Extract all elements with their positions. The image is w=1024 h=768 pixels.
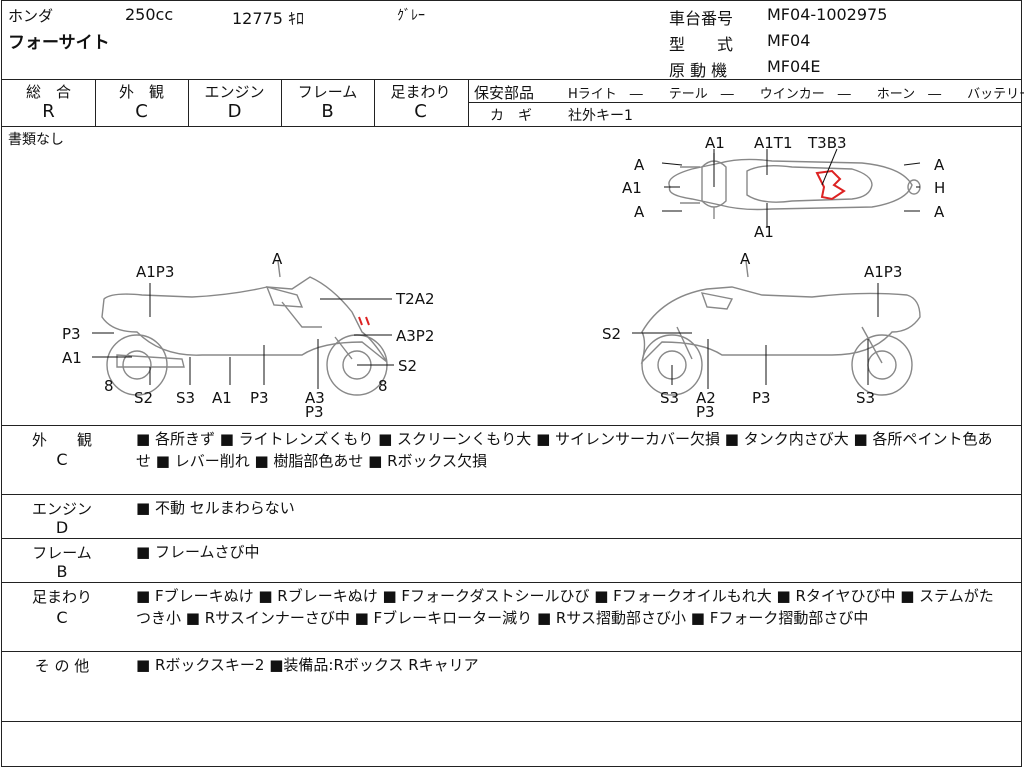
maker: ホンダ <box>8 7 54 25</box>
grade-value-frame: B <box>321 101 334 122</box>
diagram-label-right: S3 <box>856 389 875 407</box>
divider <box>2 126 1022 127</box>
diagram-label-top: A <box>934 156 945 174</box>
diagram-label-top: A1 <box>754 223 774 241</box>
section-grade-engine: D <box>55 518 69 537</box>
section-title-frame: フレーム <box>32 544 92 562</box>
section-title-other: そ の 他 <box>34 657 90 675</box>
grade-value-suspension: C <box>414 101 427 122</box>
scooter-right-view <box>640 260 921 396</box>
section-title-engine: エンジン <box>31 500 92 518</box>
diagram-label-top: A <box>634 203 645 221</box>
grade-value-overall: R <box>42 101 55 122</box>
grade-label-suspension: 足まわり <box>390 83 451 101</box>
grade-label-engine: エンジン <box>204 83 265 101</box>
key-label: カ ギ <box>490 108 532 124</box>
divider <box>95 79 96 126</box>
engine-label: 原 動 機 <box>669 61 728 80</box>
divider <box>2 721 1022 722</box>
frame-no: MF04-1002975 <box>767 5 888 24</box>
section-body-engine: ■ 不動 セルまわらない <box>136 499 295 517</box>
grade-label-exterior: 外 観 <box>118 83 164 101</box>
type-value: MF04 <box>767 31 811 50</box>
diagram-label-top: H <box>934 179 945 197</box>
frame-no-label: 車台番号 <box>669 9 734 28</box>
diagram-label-left: A <box>272 250 283 268</box>
diagram-label-right: S2 <box>602 325 621 343</box>
damage-marks <box>358 169 846 326</box>
grade-value-engine: D <box>227 101 242 122</box>
leader-lines <box>92 148 921 389</box>
damage-diagram: A1 A1T1 T3B3 A A1 A A H A A1 A A1P3 T2A2… <box>62 134 945 421</box>
color: ｸﾞﾚｰ <box>397 8 425 24</box>
safety-items: Hライト ― テール ― ウインカー ― ホーン ― バッテリー × <box>568 87 1024 102</box>
diagram-label-right: A2 <box>696 389 716 407</box>
diagram-label-right: A <box>740 250 751 268</box>
divider <box>281 79 282 126</box>
documents-note: 書類なし <box>8 132 64 148</box>
diagram-label-left: P3 <box>62 325 81 343</box>
scooter-left-view <box>101 260 388 396</box>
diagram-label-left: P3 <box>250 389 269 407</box>
diagram-label-top: T3B3 <box>807 134 847 152</box>
grade-label-overall: 総 合 <box>25 83 71 101</box>
section-body-other: ■ Rボックスキー2 ■装備品:Rボックス Rキャリア <box>136 656 479 674</box>
diagram-label-left: P3 <box>305 403 324 421</box>
divider <box>2 425 1022 426</box>
section-title-suspension: 足まわり <box>31 588 92 606</box>
displacement: 250cc <box>125 5 174 24</box>
divider <box>2 651 1022 652</box>
section-grade-suspension: C <box>56 608 68 627</box>
key-value: 社外キー1 <box>568 108 633 124</box>
grade-value-exterior: C <box>135 101 148 122</box>
diagram-labels: A1 A1T1 T3B3 A A1 A A H A A1 A A1P3 T2A2… <box>62 134 945 421</box>
model-name: フォーサイト <box>8 33 110 53</box>
section-grade-exterior: C <box>56 450 68 469</box>
divider <box>2 538 1022 539</box>
diagram-label-left: A3 <box>305 389 325 407</box>
diagram-label-right: A1P3 <box>864 263 902 281</box>
type-label: 型 式 <box>669 35 734 54</box>
diagram-label-left: A1 <box>212 389 232 407</box>
safety-label: 保安部品 <box>474 84 535 102</box>
divider <box>2 79 1022 80</box>
diagram-label-left: A3P2 <box>396 327 434 345</box>
section-grade-frame: B <box>56 562 68 581</box>
diagram-label-top: A1 <box>705 134 725 152</box>
diagram-label-left: 8 <box>104 377 114 395</box>
diagram-label-left: T2A2 <box>395 290 435 308</box>
diagram-label-left: S2 <box>398 357 417 375</box>
section-body-exterior: ■ 各所きず ■ ライトレンズくもり ■ スクリーンくもり大 ■ サイレンサーカ… <box>136 430 993 470</box>
diagram-label-left: S3 <box>176 389 195 407</box>
scooter-top-view <box>668 153 921 219</box>
diagram-label-top: A1T1 <box>754 134 793 152</box>
divider <box>374 79 375 126</box>
divider <box>2 494 1022 495</box>
grade-label-frame: フレーム <box>297 83 358 101</box>
diagram-label-top: A <box>934 203 945 221</box>
diagram-label-top: A <box>634 156 645 174</box>
diagram-label-left: S2 <box>134 389 153 407</box>
section-body-suspension: ■ Fブレーキぬけ ■ Rブレーキぬけ ■ Fフォークダストシールひび ■ Fフ… <box>136 587 994 627</box>
diagram-label-right: P3 <box>696 403 715 421</box>
diagram-label-left: 8 <box>378 377 388 395</box>
divider <box>188 79 189 126</box>
mileage: 12775 ｷﾛ <box>232 9 304 28</box>
divider <box>2 582 1022 583</box>
diagram-label-right: S3 <box>660 389 679 407</box>
section-title-exterior: 外 観 <box>31 431 92 449</box>
diagram-label-left: A1 <box>62 349 82 367</box>
diagram-label-right: P3 <box>752 389 771 407</box>
diagram-label-top: A1 <box>622 179 642 197</box>
diagram-label-left: A1P3 <box>136 263 174 281</box>
engine-value: MF04E <box>767 57 821 76</box>
divider <box>468 102 1022 103</box>
section-body-frame: ■ フレームさび中 <box>136 543 260 561</box>
